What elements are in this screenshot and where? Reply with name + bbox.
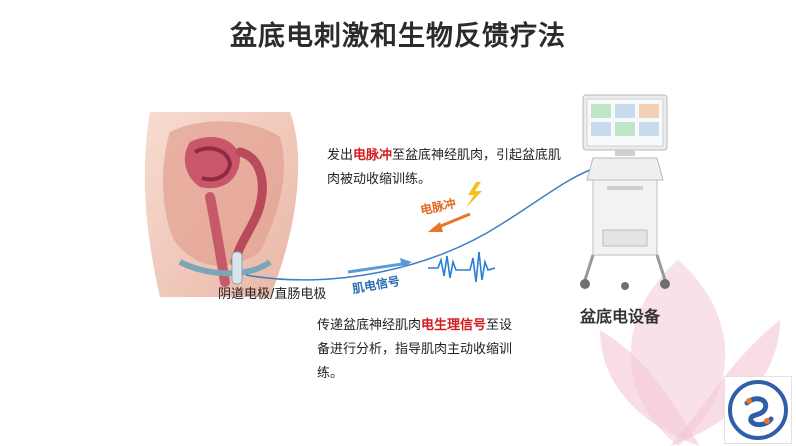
hospital-logo [724,376,792,444]
pulse-arrow-label: 电脉冲 [419,196,458,218]
emg-arrow [347,258,412,274]
stimulation-description: 发出电脉冲至盆底神经肌肉，引起盆底肌肉被动收缩训练。 [327,144,562,192]
biofeedback-description: 传递盆底神经肌肉电生理信号至设备进行分析，指导肌肉主动收缩训练。 [317,314,517,386]
anatomy-illustration [144,112,299,297]
emg-waveform-icon [428,251,496,283]
biofeedback-text-suffix: 至设备进行分析，指导肌肉主动收缩训练。 [317,318,513,381]
background-petals [600,260,780,446]
probe-label: 阴道电极/直肠电极 [218,287,327,302]
device-label: 盆底电设备 [580,307,661,326]
stimulator-device [580,94,670,290]
emg-arrow-label: 肌电信号 [351,273,401,297]
stimulation-text-prefix: 发出 [327,148,354,163]
stimulation-text-suffix: 至盆底神经肌肉，引起盆底肌肉被动收缩训练。 [327,148,562,187]
biofeedback-highlight: 电生理信号 [421,318,487,333]
page-title: 盆底电刺激和生物反馈疗法 [230,21,566,52]
pulse-arrow [428,212,471,232]
stimulation-highlight: 电脉冲 [353,148,393,163]
biofeedback-text-prefix: 传递盆底神经肌肉 [317,318,422,333]
